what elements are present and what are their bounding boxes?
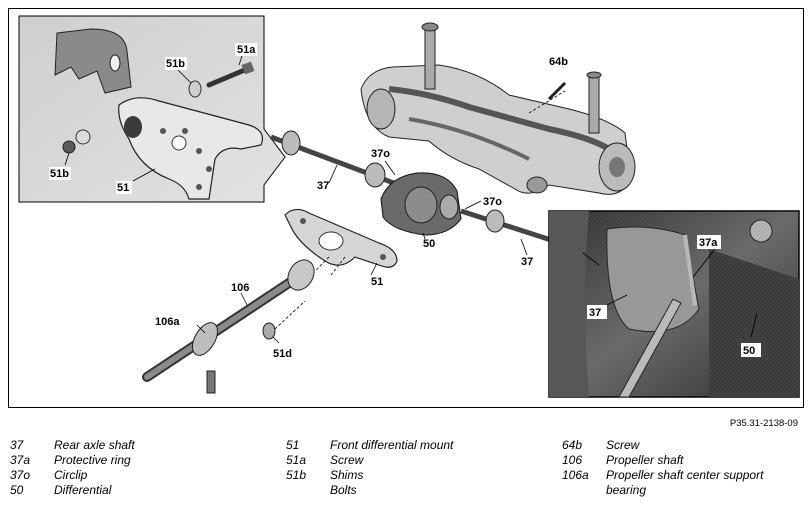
callout-50-center: 50 <box>423 238 435 250</box>
callout-37-right: 37 <box>521 256 533 268</box>
shim-51b-top-illustration <box>188 80 202 98</box>
callout-64b: 64b <box>549 56 568 68</box>
callout-37o-top: 37o <box>371 148 390 160</box>
shim-51b-left-illustration <box>75 129 91 145</box>
mount-detail-inset <box>18 15 286 203</box>
legend-item: Bolts <box>330 483 357 497</box>
callout-51b-left: 51b <box>50 168 69 180</box>
bolt-51d-illustration <box>262 300 306 344</box>
callout-37o-right: 37o <box>483 196 502 208</box>
callout-37a-photo: 37a <box>699 237 718 249</box>
callout-106: 106 <box>231 282 249 294</box>
mount-51-center-illustration <box>284 208 398 276</box>
callout-51-center: 51 <box>371 276 383 288</box>
photo-inset <box>548 210 800 398</box>
callout-106a: 106a <box>155 316 180 328</box>
rear-axle-assembly-illustration <box>360 22 636 195</box>
propeller-shaft-106-illustration <box>142 259 315 394</box>
bracket-illustration <box>54 28 132 94</box>
diagram-drawing: 51a 51b 51b 51 64b 37 37o 37o 50 37 51 1… <box>18 15 800 398</box>
callout-37-photo: 37 <box>589 307 601 319</box>
axle-shaft-37-left-illustration <box>270 130 400 188</box>
callout-51d: 51d <box>273 348 292 360</box>
screw-51a-illustration <box>206 66 250 88</box>
callout-37-left: 37 <box>317 180 329 192</box>
figure-reference-code: P35.31-2138-09 <box>729 418 798 429</box>
differential-50-illustration <box>380 172 482 240</box>
callout-50-photo: 50 <box>743 345 755 357</box>
callout-51-inset: 51 <box>117 182 129 194</box>
mount-51-illustration <box>118 97 264 200</box>
exploded-diagram: 51a 51b 51b 51 64b 37 37o 37o 50 37 51 1… <box>8 8 804 408</box>
callout-51b-top: 51b <box>166 58 185 70</box>
callout-51a: 51a <box>237 44 256 56</box>
